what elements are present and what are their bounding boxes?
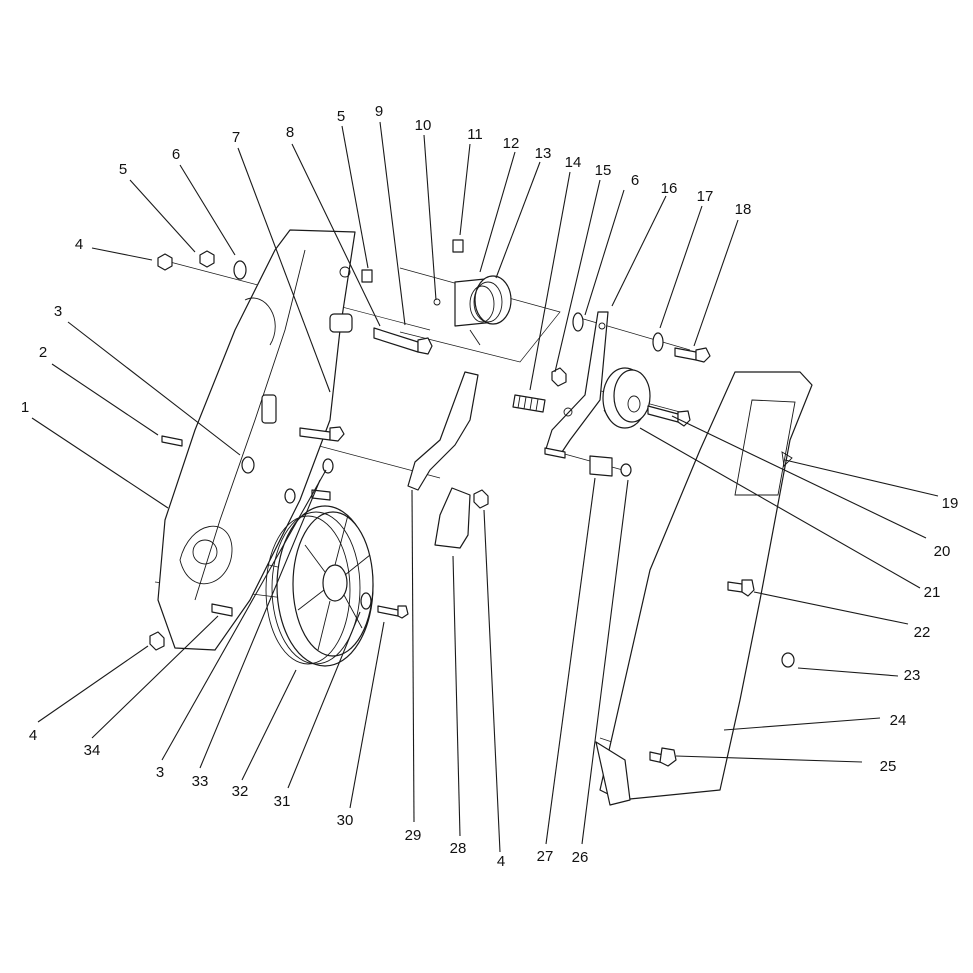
callout-31: 31 — [274, 793, 291, 810]
idler-arm-part — [544, 311, 609, 456]
callout-19: 19 — [942, 495, 959, 512]
electric-clutch-part — [433, 239, 512, 346]
callout-24: 24 — [890, 712, 907, 729]
left-housing-part — [157, 229, 356, 651]
callout-11: 11 — [467, 126, 483, 143]
callout-1: 1 — [21, 399, 29, 416]
callout-labels: 1 2 3 4 5 6 7 8 5 9 10 11 12 13 14 15 6 … — [21, 103, 959, 870]
callout-6-second: 6 — [631, 172, 639, 189]
callout-33: 33 — [192, 773, 209, 790]
callout-3: 3 — [54, 303, 62, 320]
callout-15: 15 — [595, 162, 612, 179]
callout-6: 6 — [172, 146, 180, 163]
callout-5-second: 5 — [337, 108, 345, 125]
bracket-part — [434, 487, 471, 549]
callout-28: 28 — [450, 840, 467, 857]
large-pulley-part — [265, 505, 374, 667]
callout-21: 21 — [924, 584, 941, 601]
callout-4-second: 4 — [497, 853, 505, 870]
callout-12: 12 — [503, 135, 520, 152]
callout-22: 22 — [914, 624, 931, 641]
brake-bracket-part — [407, 371, 479, 491]
leader-lines — [31, 121, 939, 853]
callout-32: 32 — [232, 783, 249, 800]
callout-27: 27 — [537, 848, 554, 865]
callout-10: 10 — [415, 117, 432, 134]
callout-3-second: 3 — [156, 764, 164, 781]
callout-2: 2 — [39, 344, 47, 361]
callout-14: 14 — [565, 154, 582, 171]
callout-5: 5 — [119, 161, 127, 178]
callout-16: 16 — [661, 180, 678, 197]
callout-8: 8 — [286, 124, 294, 141]
idler-pulley-part — [602, 367, 651, 429]
callout-34: 34 — [84, 742, 101, 759]
callout-7: 7 — [232, 129, 240, 146]
hardware-parts — [149, 250, 795, 767]
callout-20: 20 — [934, 543, 951, 560]
callout-4: 4 — [75, 236, 83, 253]
callout-29: 29 — [405, 827, 422, 844]
callout-26: 26 — [572, 849, 589, 866]
callout-9: 9 — [375, 103, 383, 120]
callout-30: 30 — [337, 812, 354, 829]
right-housing-part — [595, 371, 813, 806]
callout-18: 18 — [735, 201, 752, 218]
callout-13: 13 — [535, 145, 552, 162]
callout-17: 17 — [697, 188, 714, 205]
callout-25: 25 — [880, 758, 897, 775]
callout-23: 23 — [904, 667, 921, 684]
callout-4-third: 4 — [29, 727, 37, 744]
